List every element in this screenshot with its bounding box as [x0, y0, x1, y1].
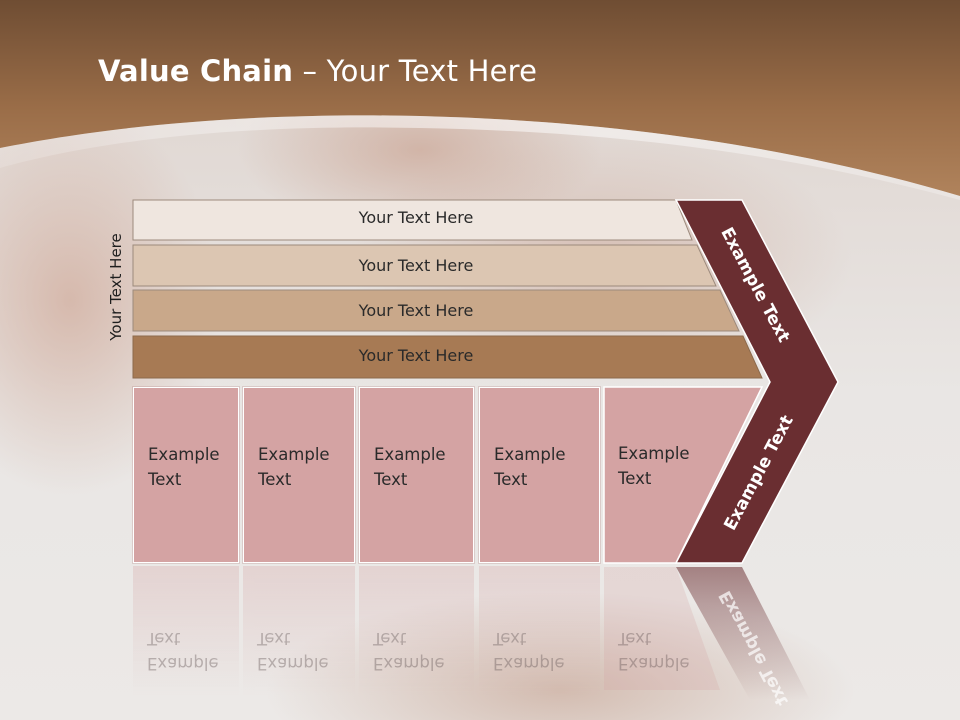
bar-4: [132, 335, 763, 379]
bar-label-3: Your Text Here: [358, 301, 474, 320]
cell-2-reflection-text: Example Text: [257, 626, 329, 676]
cell-3-line1: Example: [374, 445, 446, 464]
bar-3: [132, 289, 740, 332]
bar-1: [132, 199, 693, 241]
cell-4-line1: Example: [494, 445, 566, 464]
cell-1-line1: Example: [148, 445, 220, 464]
bar-label-1: Your Text Here: [358, 208, 474, 227]
cell-1-reflection-line2: Text: [147, 629, 181, 648]
cell-2-reflection-line1: Example: [257, 654, 329, 673]
slide-title: Value Chain – Your Text Here: [98, 54, 537, 88]
cell-5-reflection-text: Example Text: [618, 626, 690, 676]
cell-3-reflection-line1: Example: [373, 654, 445, 673]
cell-4-reflection-line2: Text: [493, 629, 527, 648]
cell-1-reflection-line1: Example: [147, 654, 219, 673]
cell-1-line2: Text: [148, 470, 182, 489]
cell-4-line2: Text: [494, 470, 528, 489]
cell-1-reflection: Example Text: [133, 566, 239, 696]
chevron-reflection: [676, 567, 810, 700]
cell-5-reflection-line1: Example: [618, 654, 690, 673]
title-bold: Value Chain: [98, 54, 294, 88]
cell-4-reflection-line1: Example: [493, 654, 565, 673]
cell-2-reflection: Example Text: [243, 566, 355, 696]
bar-label-4: Your Text Here: [358, 346, 474, 365]
bar-2: [132, 244, 717, 287]
cell-5-reflection: [604, 567, 720, 690]
cell-2-line1: Example: [258, 445, 330, 464]
cell-3-line2: Text: [374, 470, 408, 489]
title-rest: – Your Text Here: [293, 54, 538, 88]
cell-5-reflection-box: Example Text: [604, 566, 690, 696]
chevron-arrow: [674, 199, 839, 564]
header-band: [0, 0, 960, 200]
cell-5-line2: Text: [618, 469, 652, 488]
cell-4-reflection: Example Text: [479, 566, 600, 696]
cell-3-reflection-text: Example Text: [373, 626, 445, 676]
cell-1-reflection-text: Example Text: [147, 626, 219, 676]
cell-2-reflection-line2: Text: [257, 629, 291, 648]
cell-2-line2: Text: [258, 470, 292, 489]
cell-5-line1: Example: [618, 444, 690, 463]
cell-3-reflection-line2: Text: [373, 629, 407, 648]
cell-5-reflection-line2: Text: [618, 629, 652, 648]
cell-3-reflection: Example Text: [359, 566, 474, 696]
bar-label-2: Your Text Here: [358, 256, 474, 275]
cell-4-reflection-text: Example Text: [493, 626, 565, 676]
